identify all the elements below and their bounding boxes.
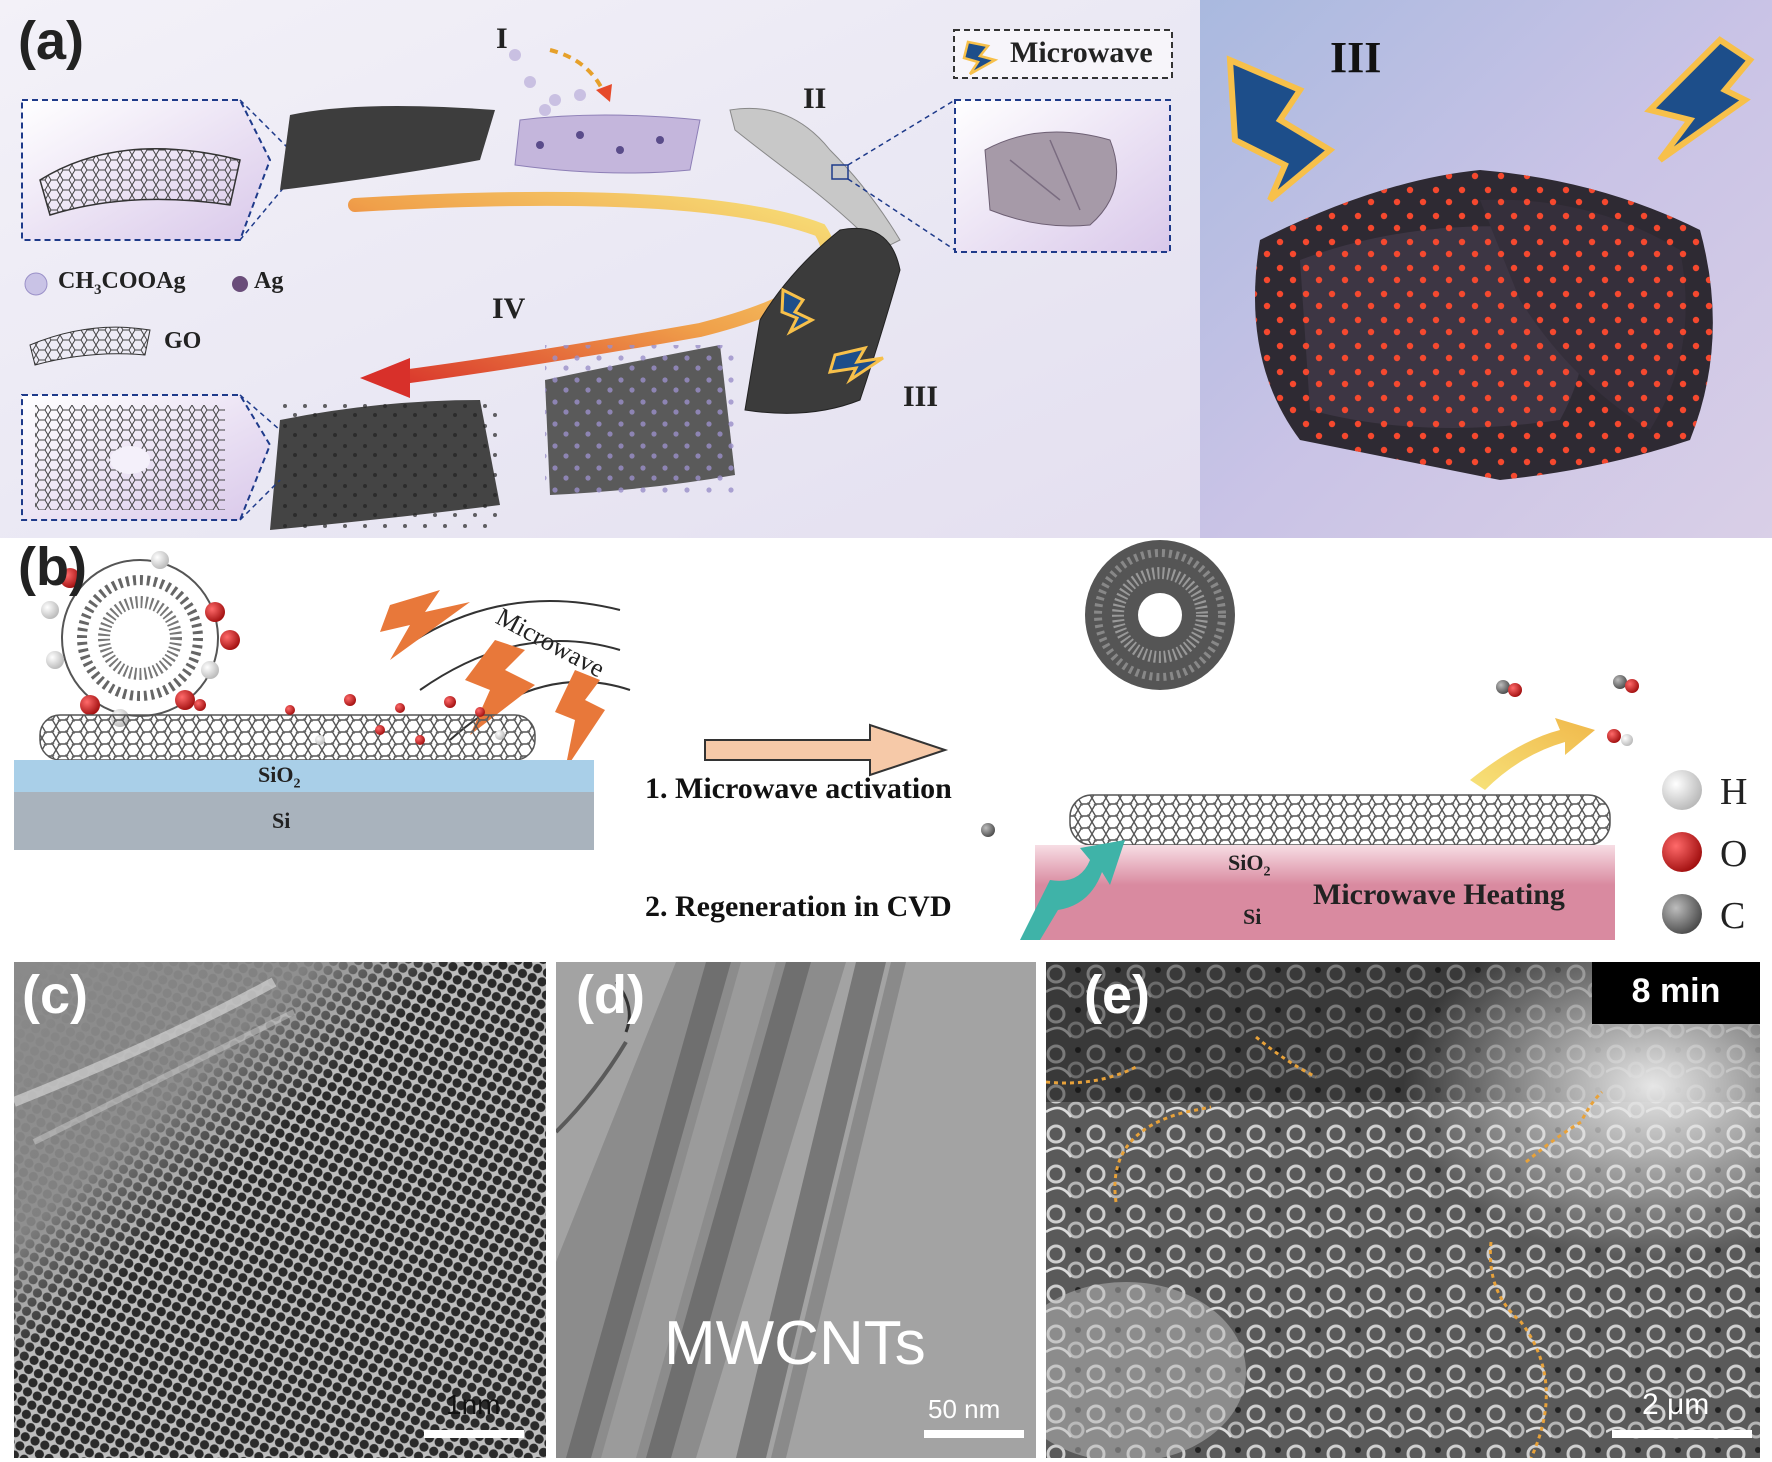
panel-e: (e) 8 min 2 μm <box>1046 962 1760 1458</box>
si-left-label: Si <box>272 808 291 833</box>
panel-c-scalebar <box>424 1430 524 1438</box>
panel-a: (a) I II III IV III Microwave CH3COOAg A… <box>0 0 1772 540</box>
si-right-label: Si <box>1243 904 1262 929</box>
panel-d-tem-image <box>556 962 1036 1458</box>
panel-b-label: (b) <box>18 537 87 597</box>
panel-e-sem-image <box>1046 962 1760 1458</box>
panel-d-label: (d) <box>576 965 645 1025</box>
step-iv-label: IV <box>492 292 526 325</box>
panel-c-scalebar-label: 1nm <box>446 1389 501 1420</box>
step2-label: 2. Regeneration in CVD <box>645 890 952 923</box>
ag-decorated-go-cluster <box>1255 170 1713 480</box>
panel-b: (b) Microwave 1. Microwave activation 2.… <box>0 540 1772 960</box>
step-iii-small-label: III <box>903 380 939 413</box>
panel-b-illustration <box>14 540 1702 940</box>
panel-a-label: (a) <box>18 11 84 71</box>
legend-ch3cooag-label: CH3COOAg <box>58 268 186 298</box>
step-ii-label: II <box>803 82 827 115</box>
step-iii-large-label: III <box>1330 33 1382 82</box>
atom-legend-o: O <box>1720 833 1748 875</box>
panel-a-illustration <box>0 0 1772 538</box>
atom-legend-c: C <box>1720 895 1746 937</box>
sio2-right-label: SiO2 <box>1228 850 1271 880</box>
time-badge: 8 min <box>1592 962 1760 1024</box>
microwave-heating-label: Microwave Heating <box>1313 878 1565 911</box>
step1-label: 1. Microwave activation <box>645 772 952 805</box>
legend-go-label: GO <box>164 328 202 354</box>
panel-d-caption: MWCNTs <box>664 1309 926 1378</box>
atom-legend-h: H <box>1720 771 1748 813</box>
panel-d-scalebar <box>924 1430 1024 1438</box>
panel-d-scalebar-label: 50 nm <box>928 1394 1001 1424</box>
panel-e-scalebar-label: 2 μm <box>1642 1388 1710 1421</box>
sio2-left-label: SiO2 <box>258 762 301 792</box>
panel-e-scalebar <box>1612 1430 1752 1438</box>
legend-ag-label: Ag <box>254 268 284 294</box>
step-i-label: I <box>496 22 508 55</box>
panel-e-label: (e) <box>1084 965 1150 1025</box>
microwave-legend-label: Microwave <box>1010 36 1153 69</box>
panel-c-label: (c) <box>22 965 88 1025</box>
time-badge-text: 8 min <box>1631 972 1721 1010</box>
panel-c: (c) 1nm <box>14 962 546 1458</box>
panel-c-lattice-image <box>14 962 546 1458</box>
panel-d: (d) MWCNTs 50 nm <box>556 962 1036 1458</box>
